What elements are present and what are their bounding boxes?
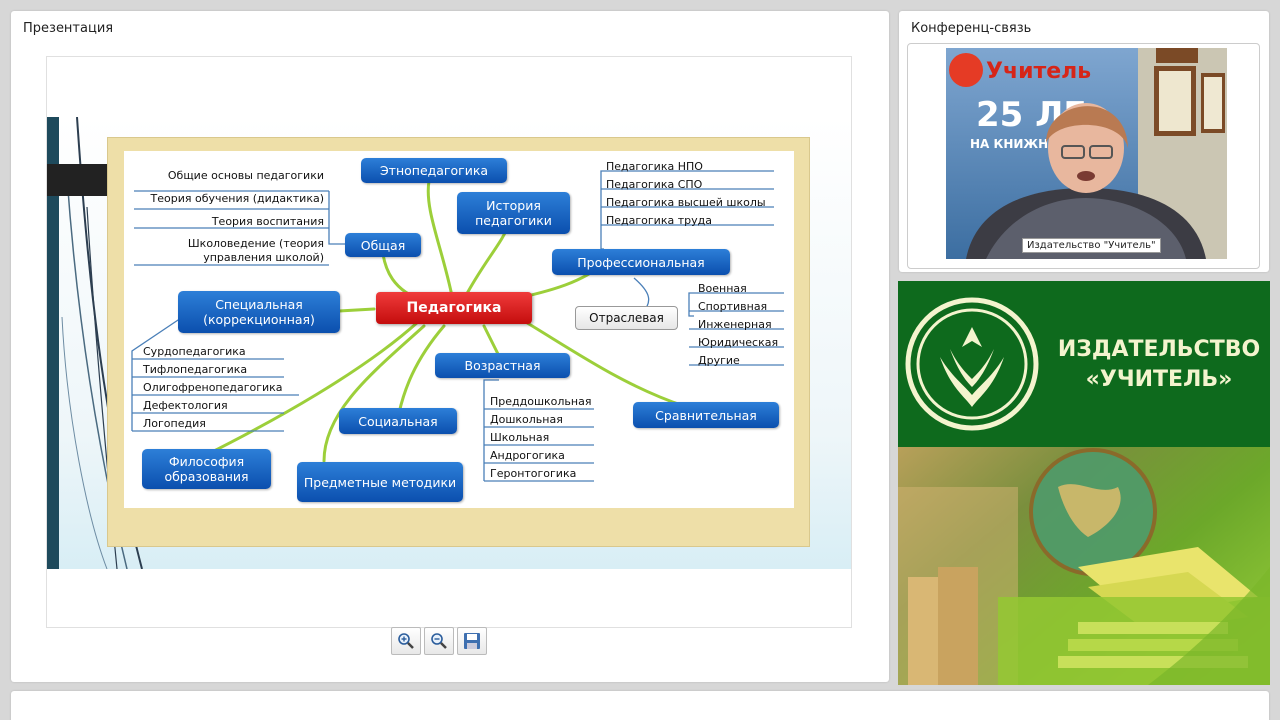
zoom-out-icon [431,633,447,649]
slide-toolbar [391,627,487,655]
leaf-branch: Юридическая [698,336,779,349]
node-special: Специальная (коррекционная) [178,291,340,333]
presentation-title: Презентация [23,21,114,36]
leaf-branch: Другие [698,354,740,367]
node-philosophy: Философия образования [142,449,271,489]
node-age: Возрастная [435,353,570,378]
slide-accent-bar [47,117,59,569]
publisher-name: ИЗДАТЕЛЬСТВО «УЧИТЕЛЬ» [1054,335,1264,395]
leaf-age: Дошкольная [490,413,563,426]
node-pedagogy: Педагогика [376,292,532,324]
leaf-general: Теория воспитания [211,215,324,228]
books-globe-image [898,448,1270,685]
bottom-panel [11,691,1269,720]
node-methods: Предметные методики [297,462,463,502]
video-feed[interactable]: Учитель 25 ЛЕ НА КНИЖНОМ РО [946,48,1227,259]
banner-image [898,447,1270,685]
banner-top: ИЗДАТЕЛЬСТВО «УЧИТЕЛЬ» [898,281,1270,447]
leaf-age: Преддошкольная [490,395,592,408]
poster-logo: Учитель [986,59,1091,84]
leaf-general: Теория обучения (дидактика) [150,192,324,205]
video-frame [907,43,1260,269]
zoom-out-button[interactable] [424,627,454,655]
publisher-name-line1: ИЗДАТЕЛЬСТВО [1057,337,1261,362]
mindmap-frame: Педагогика Этнопедагогика История педаго… [107,137,810,547]
leaf-professional: Педагогика высшей школы [606,196,766,209]
leaf-branch: Военная [698,282,747,295]
node-professional: Профессиональная [552,249,730,275]
leaf-special: Тифлопедагогика [143,363,248,376]
video-caption: Издательство "Учитель" [1022,238,1161,253]
slide-tab [47,164,107,196]
leaf-branch: Спортивная [698,300,768,313]
zoom-in-button[interactable] [391,627,421,655]
poster-line2: НА КНИЖНОМ [970,137,1070,151]
leaf-general: Общие основы педагогики [167,169,324,182]
save-icon [464,633,480,649]
publisher-name-line2: «УЧИТЕЛЬ» [1085,367,1233,392]
node-social: Социальная [339,408,457,434]
leaf-age: Андрогогика [490,449,565,462]
leaf-special: Дефектология [143,399,228,412]
leaf-general: управления школой) [203,251,324,264]
leaf-special: Логопедия [143,417,206,430]
leaf-professional: Педагогика СПО [606,178,703,191]
zoom-in-icon [398,633,414,649]
mindmap: Педагогика Этнопедагогика История педаго… [124,151,794,508]
leaf-general: Школоведение (теория [187,237,324,250]
leaf-special: Сурдопедагогика [143,345,246,358]
slide: Педагогика Этнопедагогика История педаго… [46,56,852,628]
node-comparative: Сравнительная [633,402,779,428]
leaf-professional: Педагогика НПО [606,160,703,173]
leaf-special: Олигофренопедагогика [143,381,283,394]
leaf-age: Геронтогогика [490,467,577,480]
leaf-age: Школьная [490,431,550,444]
node-ethnopedagogy: Этнопедагогика [361,158,507,183]
publisher-logo-icon [905,297,1039,431]
save-button[interactable] [457,627,487,655]
publisher-banner: ИЗДАТЕЛЬСТВО «УЧИТЕЛЬ» [898,281,1270,685]
webcam-image: Учитель 25 ЛЕ НА КНИЖНОМ РО [946,48,1227,259]
node-general: Общая [345,233,421,257]
conference-title: Конференц-связь [911,21,1032,36]
node-history: История педагогики [457,192,570,234]
node-branch: Отраслевая [575,306,678,330]
leaf-professional: Педагогика труда [606,214,712,227]
presentation-panel: Презентация [11,11,889,682]
leaf-branch: Инженерная [698,318,772,331]
